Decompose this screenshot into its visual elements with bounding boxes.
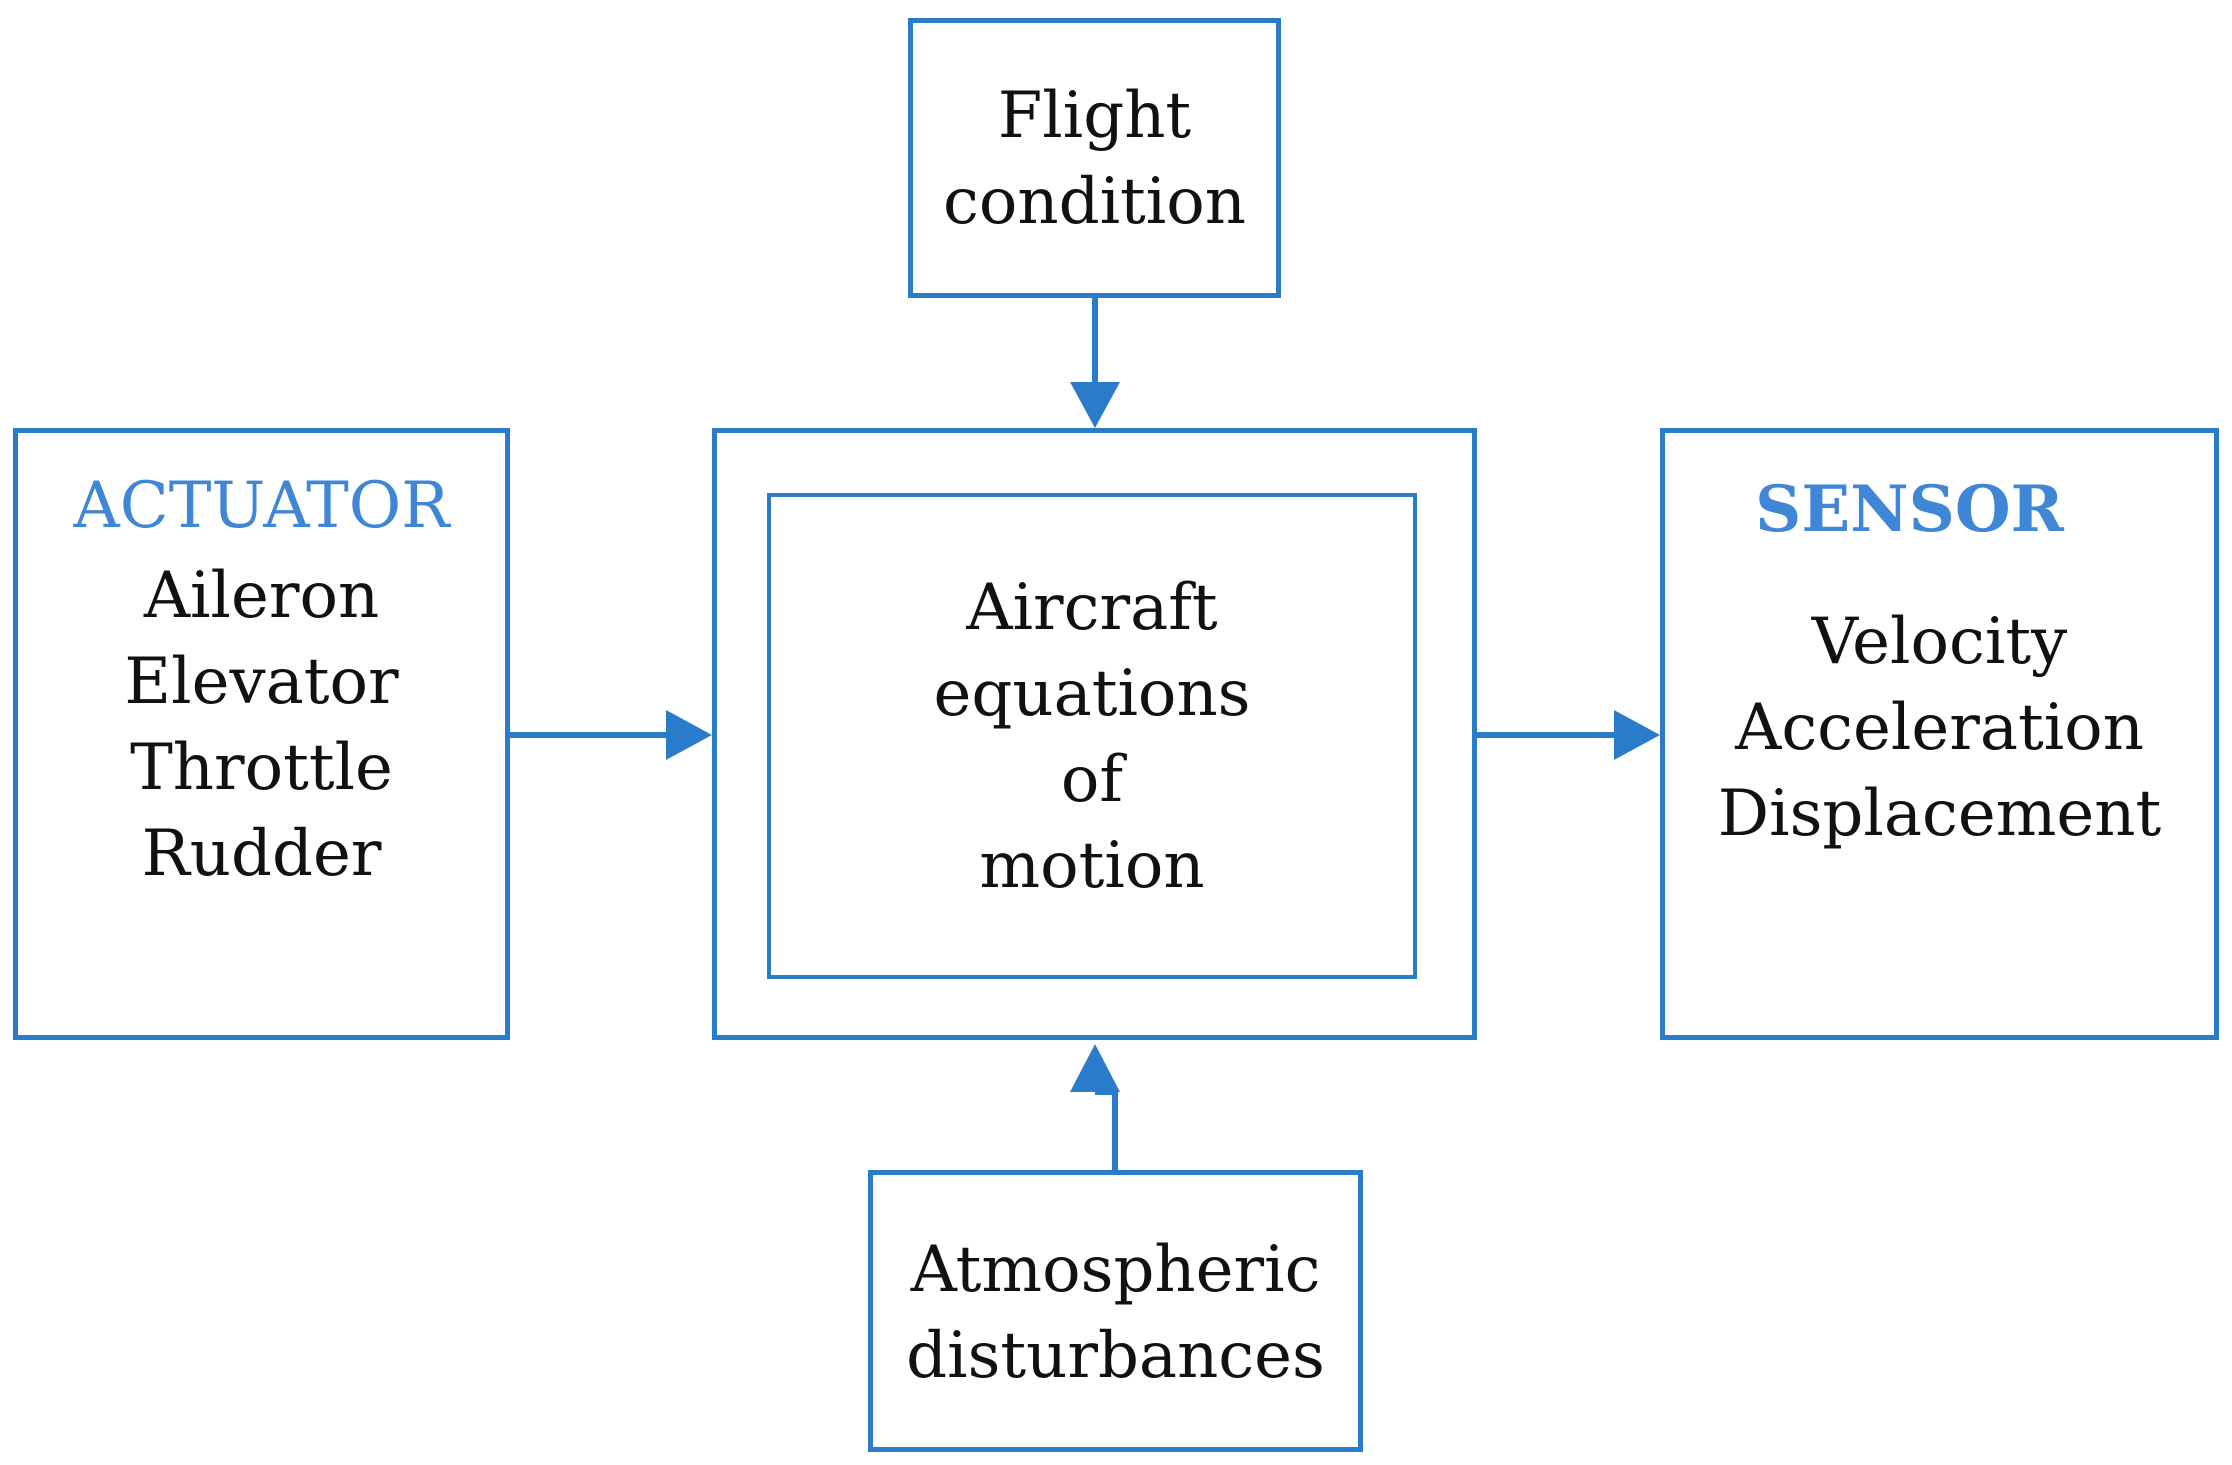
aircraft-model-line: equations — [933, 657, 1251, 731]
aircraft-model-line: Aircraft — [966, 571, 1218, 645]
disturbances-line: Atmospheric — [910, 1233, 1321, 1307]
arrow-flight-condition-to-model — [1070, 298, 1120, 428]
sensor-title: SENSOR — [1755, 472, 2064, 547]
actuator-box: ACTUATOR Aileron Elevator Throttle Rudde… — [13, 428, 510, 1040]
aircraft-model-inner-box: Aircraft equations of motion — [767, 493, 1417, 979]
actuator-item: Aileron — [143, 559, 380, 633]
aircraft-model-outer-box: Aircraft equations of motion — [712, 428, 1477, 1040]
aircraft-model-label: Aircraft equations of motion — [771, 565, 1413, 909]
flight-condition-label: Flight condition — [913, 73, 1276, 245]
disturbances-line: disturbances — [906, 1319, 1325, 1393]
flight-condition-line: condition — [943, 165, 1246, 239]
flight-condition-box: Flight condition — [908, 18, 1281, 298]
aircraft-model-line: of — [1060, 743, 1124, 817]
actuator-item: Elevator — [124, 645, 399, 719]
sensor-item: Velocity — [1811, 605, 2068, 679]
disturbances-label: Atmospheric disturbances — [873, 1227, 1358, 1399]
arrow-disturbances-to-model — [1070, 1044, 1120, 1170]
disturbances-box: Atmospheric disturbances — [868, 1170, 1363, 1452]
actuator-item: Rudder — [141, 817, 382, 891]
actuator-items: Aileron Elevator Throttle Rudder — [18, 553, 505, 897]
arrow-actuator-to-model — [510, 710, 712, 760]
actuator-item: Throttle — [130, 731, 393, 805]
sensor-item: Displacement — [1717, 777, 2162, 851]
arrow-model-to-sensor — [1477, 710, 1660, 760]
sensor-box: SENSOR Velocity Acceleration Displacemen… — [1660, 428, 2219, 1040]
sensor-item: Acceleration — [1735, 691, 2144, 765]
flight-condition-line: Flight — [997, 79, 1192, 153]
sensor-items: Velocity Acceleration Displacement — [1665, 599, 2214, 857]
aircraft-model-line: motion — [979, 829, 1205, 903]
actuator-title: ACTUATOR — [73, 469, 450, 543]
